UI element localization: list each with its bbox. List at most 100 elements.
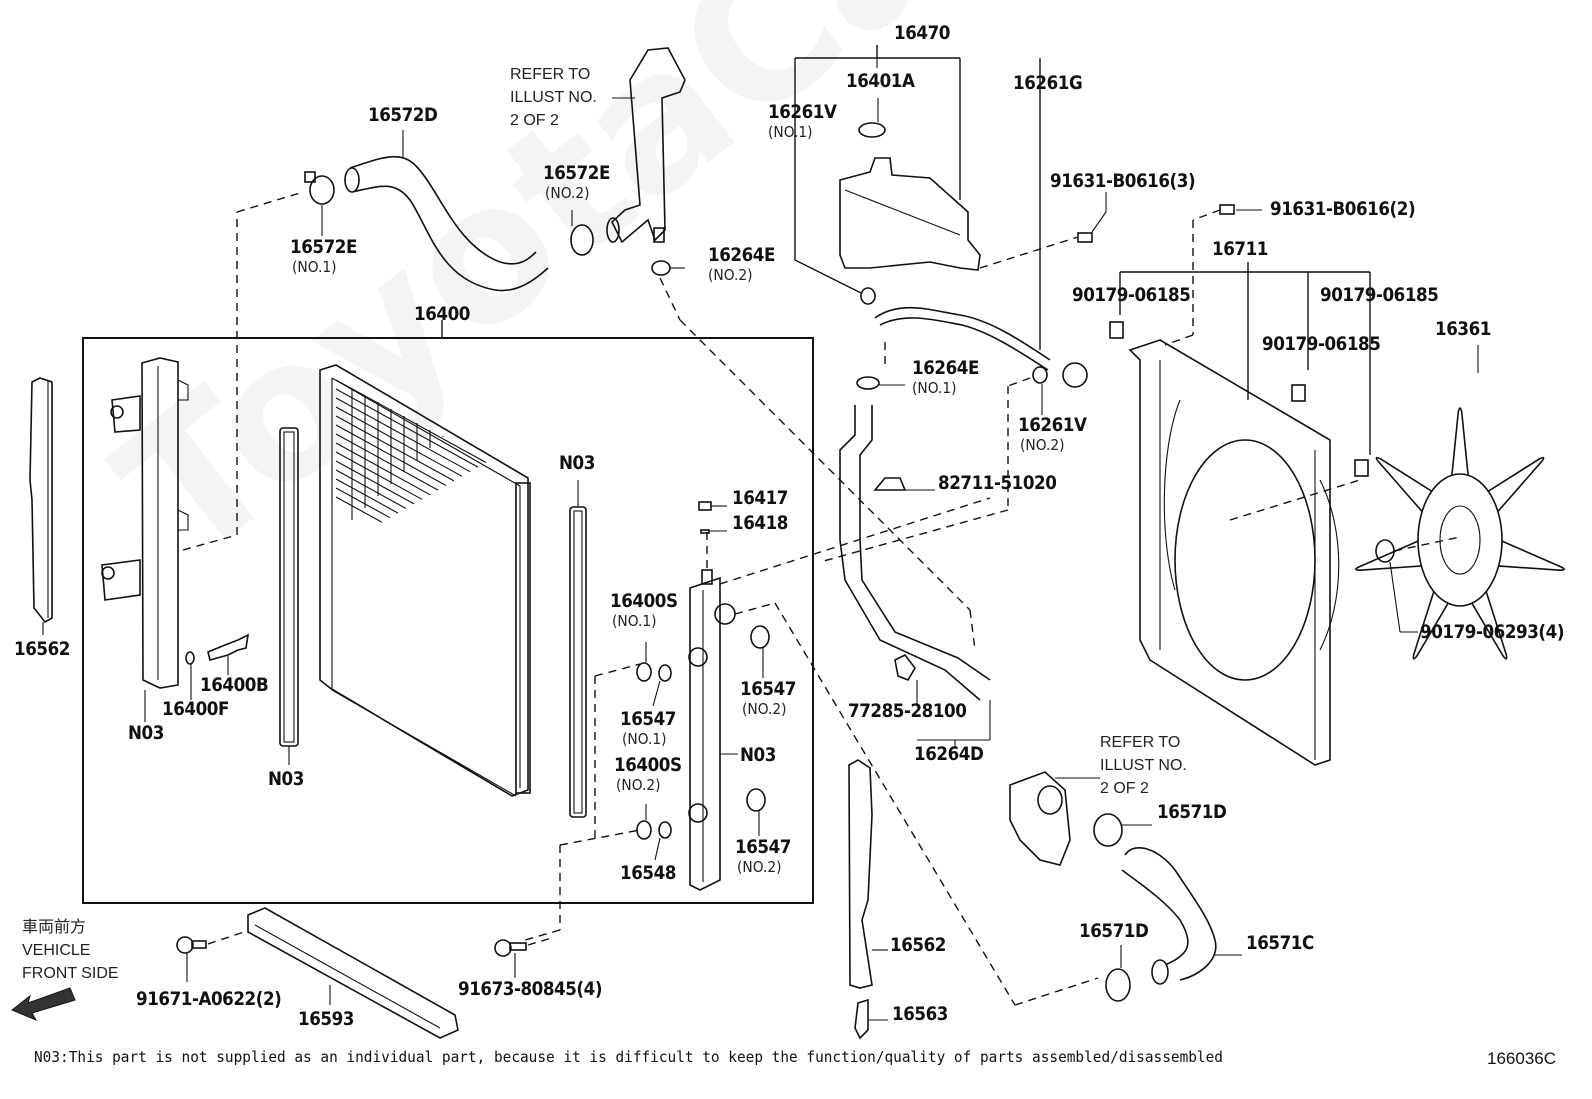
fan-blade bbox=[1496, 539, 1566, 571]
label-n03-seal[interactable]: N03 bbox=[268, 768, 304, 790]
label-16547-no1[interactable]: 16547 bbox=[620, 708, 676, 730]
label-16264e-no2[interactable]: 16264E bbox=[708, 244, 775, 266]
label-16562-left[interactable]: 16562 bbox=[14, 638, 70, 660]
label-82711-51020[interactable]: 82711-51020 bbox=[938, 472, 1057, 494]
fan-shroud-16711[interactable] bbox=[1119, 262, 1371, 766]
front-side-line1: VEHICLE bbox=[22, 942, 91, 959]
label-16261g[interactable]: 16261G bbox=[1013, 72, 1083, 94]
label-16400s-no1-sub: (NO.1) bbox=[612, 612, 657, 630]
label-16261v-no1[interactable]: 16261V bbox=[768, 101, 837, 123]
label-16400[interactable]: 16400 bbox=[414, 303, 470, 325]
label-90179-06185-c[interactable]: 90179-06185 bbox=[1262, 333, 1381, 355]
cushion-16547-no2-lower[interactable] bbox=[746, 788, 766, 836]
label-16400f[interactable]: 16400F bbox=[162, 698, 229, 720]
label-90179-06185-a[interactable]: 90179-06185 bbox=[1072, 284, 1191, 306]
label-16400b[interactable]: 16400B bbox=[200, 674, 269, 696]
seal-strip-n03-left[interactable] bbox=[279, 427, 299, 765]
plug-16417[interactable] bbox=[698, 501, 727, 511]
label-n03-right-tank[interactable]: N03 bbox=[740, 744, 776, 766]
label-90179-06293[interactable]: 90179-06293(4) bbox=[1420, 621, 1565, 643]
cushion-16547-no2-upper[interactable] bbox=[750, 625, 770, 678]
label-16711[interactable]: 16711 bbox=[1212, 238, 1268, 260]
label-16470[interactable]: 16470 bbox=[894, 22, 950, 44]
label-91671-a0622[interactable]: 91671-A0622(2) bbox=[136, 988, 282, 1010]
radiator-fin-line bbox=[335, 415, 455, 482]
drain-cock-16400b[interactable] bbox=[207, 633, 250, 675]
clamp-16572e-no2[interactable] bbox=[570, 210, 594, 256]
label-90179-06185-b[interactable]: 90179-06185 bbox=[1320, 284, 1439, 306]
label-16547-no2-upper[interactable]: 16547 bbox=[740, 678, 796, 700]
seal-strip-n03-right[interactable] bbox=[569, 480, 587, 818]
label-91631-b0616-3[interactable]: 91631-B0616(3) bbox=[1050, 170, 1196, 192]
label-16572e-no2[interactable]: 16572E bbox=[543, 162, 610, 184]
label-16401a[interactable]: 16401A bbox=[846, 70, 915, 92]
radiator-fin-line bbox=[335, 478, 399, 514]
label-16562-right[interactable]: 16562 bbox=[890, 934, 946, 956]
water-inlet bbox=[1009, 771, 1100, 866]
label-16361[interactable]: 16361 bbox=[1435, 318, 1491, 340]
label-16593[interactable]: 16593 bbox=[298, 1008, 354, 1030]
pin-16400s-no2[interactable] bbox=[636, 820, 652, 840]
nut-90179-06293[interactable] bbox=[1375, 539, 1418, 633]
clamp-16264e-no1[interactable] bbox=[856, 376, 905, 390]
label-16264e-no1[interactable]: 16264E bbox=[912, 357, 979, 379]
fan-blade bbox=[1412, 586, 1452, 660]
label-91673-80845[interactable]: 91673-80845(4) bbox=[458, 978, 603, 1000]
label-16572d[interactable]: 16572D bbox=[368, 104, 438, 126]
label-16264d[interactable]: 16264D bbox=[914, 743, 984, 765]
o-ring-16400f[interactable] bbox=[185, 651, 195, 700]
fan-16361[interactable] bbox=[1354, 407, 1566, 660]
clamp-16264e-no2[interactable] bbox=[651, 260, 685, 276]
label-16547-no2-lower-sub: (NO.2) bbox=[737, 858, 782, 876]
radiator-left-tank[interactable] bbox=[101, 357, 189, 722]
bolt-91631-b0616-2[interactable] bbox=[1219, 204, 1262, 215]
clamp-16261v-no1[interactable] bbox=[860, 287, 876, 305]
label-16563[interactable]: 16563 bbox=[892, 1003, 948, 1025]
radiator-fin-line bbox=[335, 451, 423, 500]
bolt-91671-a0622[interactable] bbox=[176, 936, 207, 982]
label-n03-left-tank[interactable]: N03 bbox=[128, 722, 164, 744]
nut-90179-06185-b[interactable] bbox=[1291, 384, 1306, 402]
clip-82711-51020[interactable] bbox=[873, 477, 935, 491]
baffle-16593[interactable] bbox=[247, 907, 459, 1039]
clamp-16571d-top[interactable] bbox=[1093, 813, 1152, 847]
bolt-91631-b0616-3[interactable] bbox=[1077, 192, 1107, 243]
nut-90179-06185-c[interactable] bbox=[1354, 459, 1369, 477]
lower-hose-16264d[interactable] bbox=[839, 405, 991, 747]
label-16571c[interactable]: 16571C bbox=[1246, 932, 1314, 954]
upper-hose-16572d[interactable] bbox=[344, 130, 549, 292]
overflow-hose-16261g[interactable] bbox=[874, 306, 1088, 388]
bolt-91673-80845[interactable] bbox=[494, 939, 527, 978]
label-16547-no2-lower[interactable]: 16547 bbox=[735, 836, 791, 858]
seal-16562-right[interactable] bbox=[848, 759, 888, 989]
clamp-16261v-no2[interactable] bbox=[1032, 366, 1048, 415]
clamp-16571d-bottom[interactable] bbox=[1105, 945, 1131, 1002]
radiator-hose-16571c[interactable] bbox=[1121, 846, 1242, 985]
label-16548[interactable]: 16548 bbox=[620, 862, 676, 884]
clamp-77285-28100[interactable] bbox=[894, 653, 918, 705]
gasket-16418[interactable] bbox=[700, 529, 727, 534]
radiator-core[interactable] bbox=[319, 364, 531, 797]
label-91631-b0616-2[interactable]: 91631-B0616(2) bbox=[1270, 198, 1416, 220]
label-16418[interactable]: 16418 bbox=[732, 512, 788, 534]
seal-16562-left[interactable] bbox=[29, 377, 53, 635]
nut-90179-06185-a[interactable] bbox=[1109, 321, 1124, 339]
radiator-fin-line bbox=[335, 496, 383, 523]
radiator-right-tank[interactable] bbox=[688, 569, 738, 891]
label-16417[interactable]: 16417 bbox=[732, 487, 788, 509]
pin-16400s-no1[interactable] bbox=[636, 662, 652, 682]
label-16261v-no2[interactable]: 16261V bbox=[1018, 414, 1087, 436]
cushion-16548[interactable] bbox=[654, 821, 672, 861]
seal-16563[interactable] bbox=[854, 998, 888, 1040]
label-16571d-top[interactable]: 16571D bbox=[1157, 801, 1227, 823]
label-16571d-bottom[interactable]: 16571D bbox=[1079, 920, 1149, 942]
label-16400s-no1[interactable]: 16400S bbox=[610, 590, 678, 612]
clamp-16572e-no1[interactable] bbox=[304, 171, 335, 236]
cushion-16547-no1[interactable] bbox=[652, 664, 672, 707]
front-side-japanese: 車両前方 bbox=[22, 919, 87, 936]
label-77285-28100[interactable]: 77285-28100 bbox=[848, 700, 967, 722]
label-16400s-no2[interactable]: 16400S bbox=[614, 754, 682, 776]
label-n03-top[interactable]: N03 bbox=[559, 452, 595, 474]
reservoir-tank-16470[interactable] bbox=[794, 45, 1041, 350]
label-16572e-no1[interactable]: 16572E bbox=[290, 236, 357, 258]
